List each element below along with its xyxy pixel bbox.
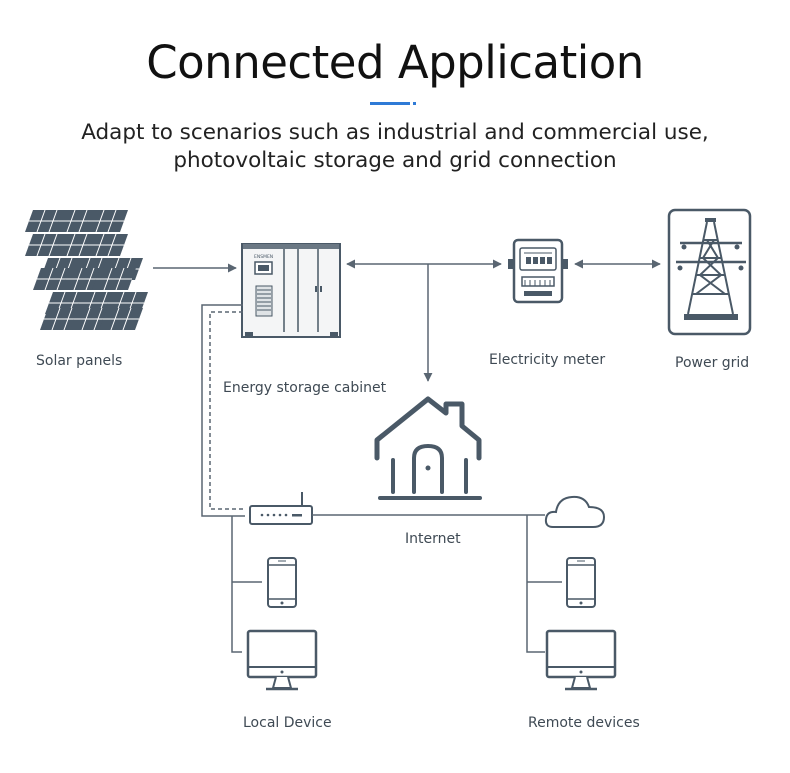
energy-storage-cabinet-icon xyxy=(241,243,341,338)
power-grid-icon xyxy=(667,208,752,336)
local-monitor-icon xyxy=(246,629,318,691)
cabinet-router-dashed-line xyxy=(209,311,245,510)
cabinet-brand-text: ENSMEN xyxy=(254,254,273,260)
label-energy-storage-cabinet: Energy storage cabinet xyxy=(223,380,387,396)
house-icon xyxy=(374,396,482,500)
local-phone-icon xyxy=(267,557,297,608)
page-title: Connected Application xyxy=(146,36,644,89)
label-power-grid: Power grid xyxy=(675,355,750,371)
label-local-device: Local Device xyxy=(243,715,332,731)
label-internet: Internet xyxy=(405,531,461,547)
remote-phone-icon xyxy=(566,557,596,608)
router-icon xyxy=(249,492,313,525)
cabinet-router-line xyxy=(201,304,245,517)
cloud-icon xyxy=(544,495,606,528)
remote-devices-line xyxy=(526,515,562,653)
subtitle-line-2: photovoltaic storage and grid connection xyxy=(173,148,617,173)
subtitle-line-1: Adapt to scenarios such as industrial an… xyxy=(81,120,709,145)
label-solar-panels: Solar panels xyxy=(36,353,123,369)
title-underline-dot xyxy=(413,102,416,105)
title-underline xyxy=(370,102,410,105)
remote-monitor-icon xyxy=(545,629,617,691)
electricity-meter-icon xyxy=(508,238,568,304)
solar-panels-icon xyxy=(24,209,149,331)
label-remote-devices: Remote devices xyxy=(528,715,640,731)
local-devices-line xyxy=(231,516,262,653)
label-electricity-meter: Electricity meter xyxy=(489,352,606,368)
